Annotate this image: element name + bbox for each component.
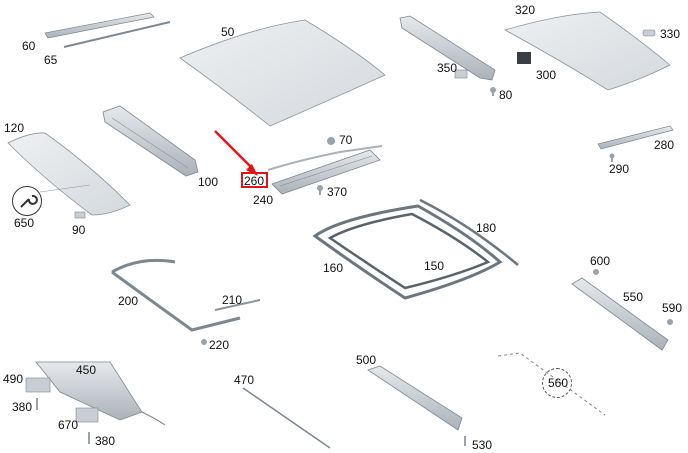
part-90-clip xyxy=(74,211,86,219)
part-670-motor xyxy=(75,407,99,423)
label-210: 210 xyxy=(222,293,243,307)
label-70: 70 xyxy=(339,133,353,147)
label-240: 240 xyxy=(253,193,274,207)
part-550-rail xyxy=(571,277,669,351)
part-470-cable xyxy=(242,387,331,449)
label-560: 560 xyxy=(548,376,569,390)
part-50-glass-panel xyxy=(179,19,386,127)
label-320: 320 xyxy=(515,3,536,17)
label-300: 300 xyxy=(536,68,557,82)
label-180: 180 xyxy=(476,221,497,235)
part-220-screw xyxy=(201,339,207,345)
part-450-bracket xyxy=(35,361,166,426)
part-330-clip xyxy=(642,29,656,37)
label-150: 150 xyxy=(424,259,445,273)
part-65-strip xyxy=(63,21,171,48)
label-450: 450 xyxy=(76,363,97,377)
label-380-b: 380 xyxy=(95,434,116,448)
label-550: 550 xyxy=(623,290,644,304)
part-60-strip xyxy=(44,12,155,39)
part-240-mechanism xyxy=(271,149,381,195)
label-650: 650 xyxy=(14,216,35,230)
part-70-bolt xyxy=(327,137,335,145)
label-380-a: 380 xyxy=(12,400,33,414)
part-590-screw xyxy=(667,319,673,325)
dashed-circle-icon xyxy=(542,368,572,398)
part-180-seal xyxy=(419,198,519,266)
label-600: 600 xyxy=(590,254,611,268)
highlight-box-260 xyxy=(241,172,268,188)
part-200-frame xyxy=(111,258,241,332)
part-290-screw xyxy=(609,153,615,162)
label-350: 350 xyxy=(437,61,458,75)
label-490: 490 xyxy=(3,372,24,386)
label-280: 280 xyxy=(654,138,675,152)
part-80-screw xyxy=(490,87,496,96)
label-65: 65 xyxy=(44,53,58,67)
label-290: 290 xyxy=(609,162,630,176)
part-100-frame xyxy=(102,105,199,177)
label-60: 60 xyxy=(22,39,36,53)
label-90: 90 xyxy=(72,223,86,237)
part-490-motor xyxy=(25,377,51,393)
label-160: 160 xyxy=(323,261,344,275)
label-50: 50 xyxy=(221,25,235,39)
part-160-seal xyxy=(312,204,503,300)
label-220: 220 xyxy=(209,338,230,352)
part-320-glass-panel xyxy=(503,11,671,91)
part-300-block xyxy=(517,52,531,64)
label-100: 100 xyxy=(198,175,219,189)
part-260-cable xyxy=(267,145,383,171)
part-560-drain xyxy=(497,352,606,416)
label-370: 370 xyxy=(327,185,348,199)
part-530-screw xyxy=(464,436,466,446)
label-200: 200 xyxy=(118,294,139,308)
part-210-strip xyxy=(214,299,261,311)
label-500: 500 xyxy=(356,353,377,367)
red-arrow-icon xyxy=(214,130,258,176)
label-590: 590 xyxy=(662,301,683,315)
part-600-screw xyxy=(593,269,599,275)
part-120-glass-panel xyxy=(7,132,131,216)
label-80: 80 xyxy=(499,88,513,102)
label-260: 260 xyxy=(244,174,265,188)
part-380-screw-b xyxy=(88,432,90,444)
part-380-screw-a xyxy=(36,398,38,410)
label-530: 530 xyxy=(472,438,493,452)
label-470: 470 xyxy=(234,373,255,387)
label-670: 670 xyxy=(58,418,79,432)
part-150-seal xyxy=(327,212,491,290)
wrench-icon xyxy=(12,186,42,216)
part-350-rail xyxy=(399,15,496,81)
label-330: 330 xyxy=(660,27,681,41)
label-120: 120 xyxy=(4,121,25,135)
part-370-screw xyxy=(317,185,323,195)
part-280-strip xyxy=(597,125,674,150)
part-500-deflector xyxy=(367,365,463,431)
